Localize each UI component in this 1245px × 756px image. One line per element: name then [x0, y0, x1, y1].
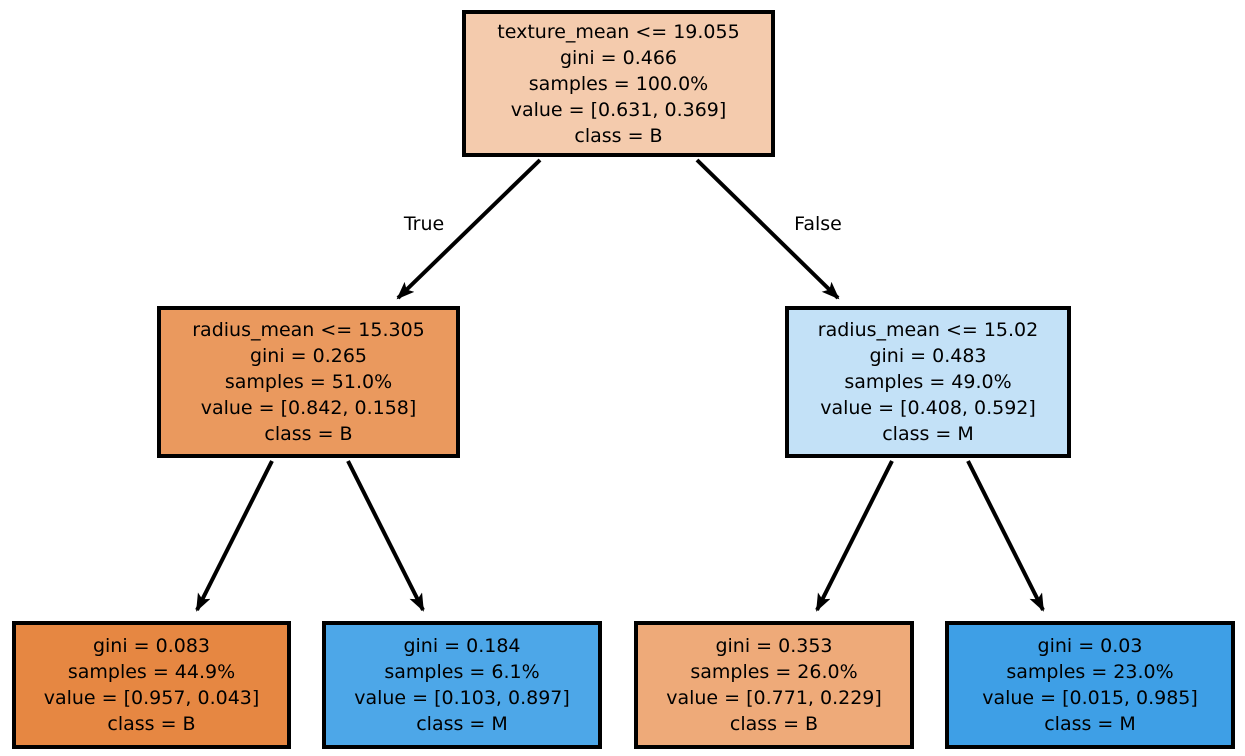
node-class: class = M [882, 423, 974, 445]
node-value: value = [0.103, 0.897] [354, 687, 570, 709]
node-class: class = B [574, 124, 663, 147]
node-class: class = M [416, 713, 508, 735]
node-value: value = [0.771, 0.229] [666, 687, 882, 709]
tree-leaf-3: gini = 0.353 samples = 26.0% value = [0.… [634, 621, 914, 749]
node-value: value = [0.842, 0.158] [200, 397, 417, 419]
node-split-condition: radius_mean <= 15.02 [817, 319, 1039, 341]
node-gini: gini = 0.466 [559, 46, 678, 69]
node-gini: gini = 0.353 [715, 635, 833, 657]
node-samples: samples = 49.0% [844, 371, 1012, 393]
node-gini: gini = 0.483 [869, 345, 987, 367]
tree-node-left-child: radius_mean <= 15.305 gini = 0.265 sampl… [157, 306, 460, 458]
node-samples: samples = 51.0% [224, 371, 393, 393]
node-split-condition: radius_mean <= 15.305 [192, 319, 425, 341]
node-value: value = [0.957, 0.043] [43, 687, 260, 709]
node-samples: samples = 100.0% [528, 72, 709, 95]
edge-right-to-leaf4 [966, 460, 1045, 612]
edge-label-false: False [794, 213, 842, 235]
tree-leaf-4: gini = 0.03 samples = 23.0% value = [0.0… [945, 621, 1235, 749]
node-class: class = B [107, 713, 196, 735]
node-samples: samples = 44.9% [67, 661, 236, 683]
edge-label-true: True [403, 213, 445, 235]
node-gini: gini = 0.03 [1037, 635, 1143, 657]
node-split-condition: texture_mean <= 19.055 [497, 20, 740, 43]
node-value: value = [0.015, 0.985] [982, 687, 1198, 709]
node-class: class = B [729, 713, 819, 735]
node-value: value = [0.631, 0.369] [510, 98, 727, 121]
edge-left-to-leaf2 [346, 460, 425, 612]
tree-node-right-child: radius_mean <= 15.02 gini = 0.483 sample… [785, 306, 1071, 458]
edge-right-to-leaf3 [815, 460, 894, 612]
tree-leaf-1: gini = 0.083 samples = 44.9% value = [0.… [12, 621, 291, 749]
tree-node-root: texture_mean <= 19.055 gini = 0.466 samp… [462, 10, 775, 157]
node-samples: samples = 23.0% [1006, 661, 1174, 683]
node-gini: gini = 0.184 [403, 635, 521, 657]
node-value: value = [0.408, 0.592] [820, 397, 1036, 419]
node-samples: samples = 6.1% [384, 661, 540, 683]
node-class: class = M [1044, 713, 1136, 735]
node-class: class = B [264, 423, 353, 445]
tree-leaf-2: gini = 0.184 samples = 6.1% value = [0.1… [322, 621, 602, 749]
node-gini: gini = 0.083 [92, 635, 211, 657]
edge-left-to-leaf1 [195, 460, 274, 612]
node-gini: gini = 0.265 [249, 345, 368, 367]
node-samples: samples = 26.0% [690, 661, 858, 683]
